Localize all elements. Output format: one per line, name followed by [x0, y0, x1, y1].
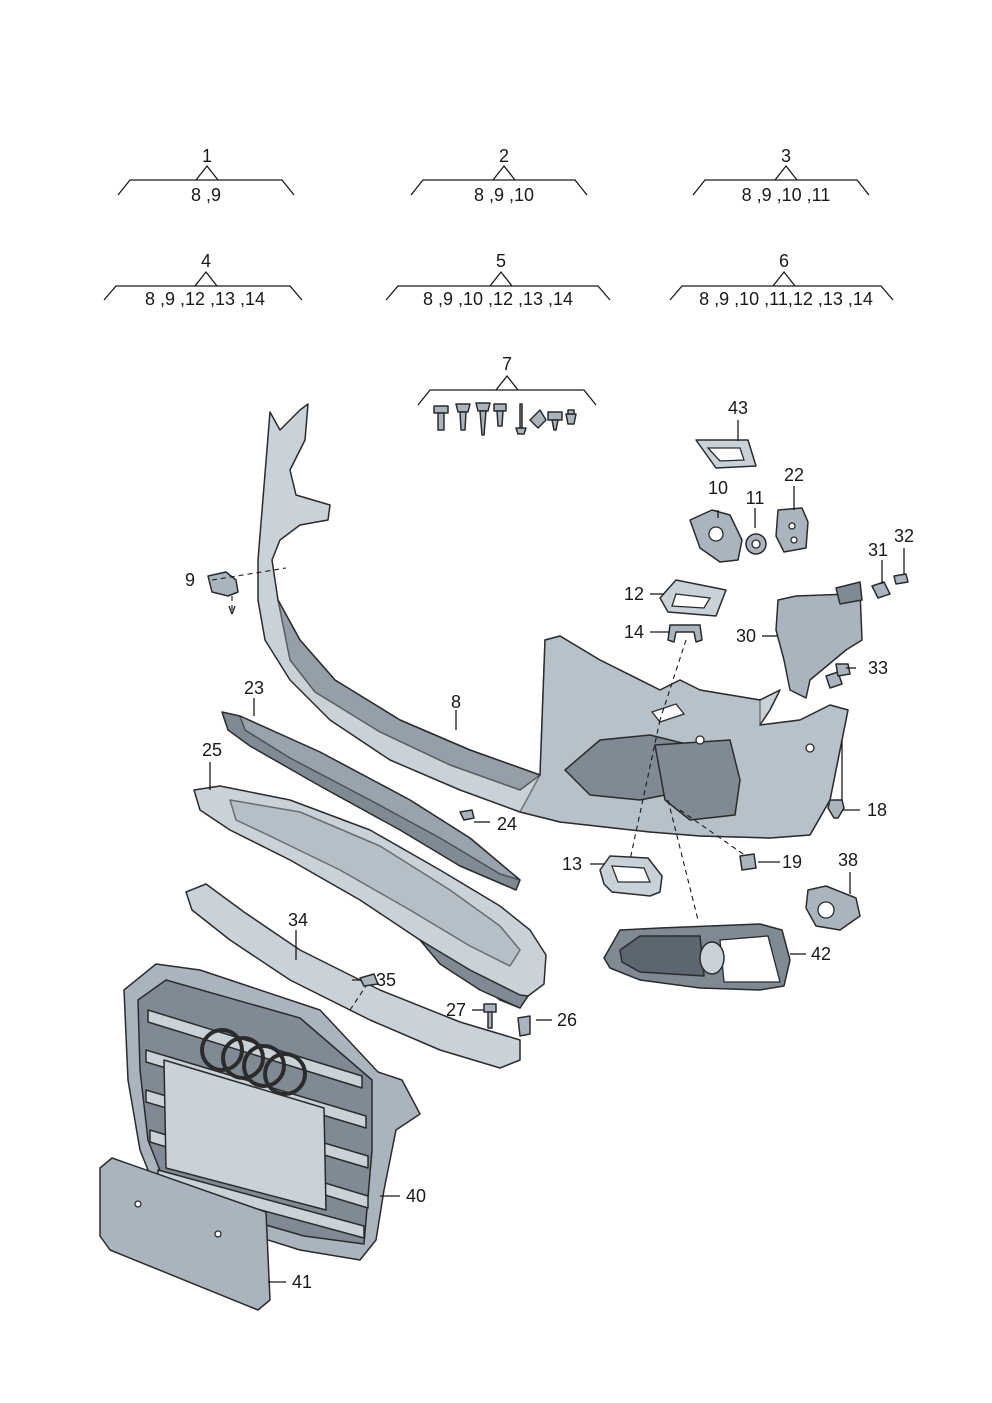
- part-12-trim[interactable]: [659, 579, 727, 617]
- callout-12: 12: [624, 584, 644, 604]
- part-22-bracket[interactable]: [775, 507, 809, 553]
- callout-19: 19: [782, 852, 802, 872]
- callout-42: 42: [811, 944, 831, 964]
- callout-38: 38: [838, 850, 858, 870]
- kit-2[interactable]: 2 8 ,9 ,10: [410, 146, 588, 205]
- callout-8: 8: [451, 692, 461, 712]
- kit-6-number: 6: [779, 251, 789, 271]
- loose-hardware: [359, 809, 531, 1037]
- kit-1-number: 1: [202, 146, 212, 166]
- callout-43: 43: [728, 398, 748, 418]
- callout-14: 14: [624, 622, 644, 642]
- part-43-trim[interactable]: [695, 439, 757, 469]
- part-25-undertray[interactable]: [193, 785, 547, 1009]
- part-42-grille[interactable]: [603, 923, 791, 991]
- callout-10: 10: [708, 478, 728, 498]
- callout-40: 40: [406, 1186, 426, 1206]
- part-19-clip: [739, 853, 757, 871]
- part-9-cap[interactable]: [207, 571, 239, 597]
- callout-30: 30: [736, 626, 756, 646]
- kit-2-number: 2: [499, 146, 509, 166]
- part-11-grommet[interactable]: [745, 533, 767, 555]
- callout-11: 11: [746, 488, 765, 508]
- callout-13: 13: [562, 854, 582, 874]
- part-10-bracket[interactable]: [689, 509, 743, 563]
- part-41-plate-holder[interactable]: [99, 1157, 271, 1311]
- callout-26: 26: [557, 1010, 577, 1030]
- callout-24: 24: [497, 814, 517, 834]
- kit-3[interactable]: 3 8 ,9 ,10 ,11: [692, 146, 870, 205]
- kit-5-contents: 8 ,9 ,10 ,12 ,13 ,14: [423, 289, 573, 309]
- kit-4-number: 4: [201, 251, 211, 271]
- kit-5[interactable]: 5 8 ,9 ,10 ,12 ,13 ,14: [385, 251, 611, 309]
- kit-3-number: 3: [781, 146, 791, 166]
- kit-5-number: 5: [496, 251, 506, 271]
- callout-41: 41: [292, 1272, 312, 1292]
- kit-3-contents: 8 ,9 ,10 ,11: [742, 185, 831, 205]
- part-13-trim[interactable]: [599, 855, 663, 897]
- callout-35: 35: [376, 970, 396, 990]
- kit-6[interactable]: 6 8 ,9 ,10 ,11,12 ,13 ,14: [669, 251, 894, 309]
- callout-27: 27: [446, 1000, 466, 1020]
- part-34-splitter[interactable]: [185, 883, 521, 1069]
- part-14-clip[interactable]: [667, 624, 703, 643]
- kit-7-number: 7: [502, 354, 512, 374]
- part-38-bracket[interactable]: [805, 885, 861, 931]
- kit-7[interactable]: 7: [417, 354, 597, 406]
- callout-33: 33: [868, 658, 888, 678]
- part-23-guide[interactable]: [221, 711, 521, 891]
- kit-4-contents: 8 ,9 ,12 ,13 ,14: [145, 289, 265, 309]
- fastener-set: [433, 402, 577, 436]
- callout-9: 9: [185, 570, 195, 590]
- callout-22: 22: [784, 465, 804, 485]
- part-18-clip: [827, 799, 845, 819]
- callout-31: 31: [868, 540, 888, 560]
- kit-6-contents: 8 ,9 ,10 ,11,12 ,13 ,14: [699, 289, 873, 309]
- callout-leaders: [209, 420, 905, 1283]
- kit-1[interactable]: 1 8 ,9: [117, 146, 295, 205]
- part-31-32-33-screws: [825, 573, 909, 689]
- callout-34: 34: [288, 910, 308, 930]
- part-40-grille[interactable]: [123, 963, 421, 1261]
- bumper-cover[interactable]: [257, 403, 849, 839]
- callout-18: 18: [867, 800, 887, 820]
- part-30-bracket[interactable]: [775, 581, 863, 699]
- kit-1-contents: 8 ,9: [191, 185, 221, 205]
- callout-23: 23: [244, 678, 264, 698]
- callout-32: 32: [894, 526, 914, 546]
- callout-25: 25: [202, 740, 222, 760]
- kit-4[interactable]: 4 8 ,9 ,12 ,13 ,14: [103, 251, 303, 309]
- audi-rings-emblem: [200, 1028, 307, 1096]
- kit-2-contents: 8 ,9 ,10: [474, 185, 534, 205]
